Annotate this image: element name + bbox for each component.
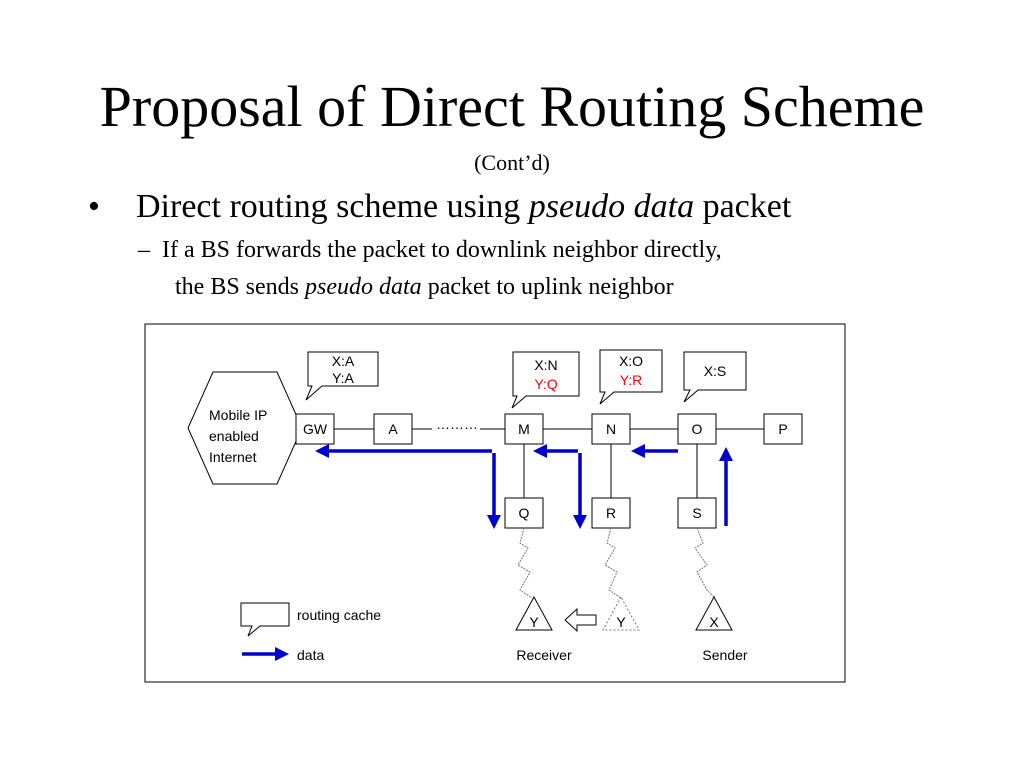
caption-receiver: Receiver — [516, 647, 572, 663]
node-o-label: O — [692, 421, 703, 437]
mobile-sender-x: X — [695, 595, 733, 631]
cache-n-entry-1: X:O — [619, 353, 643, 369]
node-p: P — [763, 413, 803, 445]
legend-data-label: data — [297, 647, 324, 663]
wireless-link-r-y — [604, 527, 622, 599]
mobile-sender-x-label: X — [709, 614, 719, 630]
bullet-text-before: Direct routing scheme using — [136, 188, 529, 225]
bullet-point: • Direct routing scheme using pseudo data… — [88, 186, 791, 228]
node-n-label: N — [606, 421, 616, 437]
mobile-receiver-y-label: Y — [529, 614, 539, 630]
legend-routing-cache: routing cache — [240, 602, 381, 637]
mobile-previous-y: Y — [602, 595, 640, 631]
internet-label-line-3: Internet — [209, 449, 257, 465]
sub-bullet-line-2: the BS sends pseudo data packet to uplin… — [175, 271, 674, 303]
cache-n-entry-2: Y:R — [620, 372, 643, 388]
legend-data: data — [242, 647, 324, 663]
bullet-text-after: packet — [694, 188, 792, 225]
node-q: Q — [504, 497, 544, 529]
node-gw: GW — [295, 413, 335, 445]
node-r-label: R — [606, 505, 616, 521]
node-a: A — [373, 413, 413, 445]
cache-m-entry-1: X:N — [534, 357, 557, 373]
link-ellipsis: ……… — [436, 416, 478, 432]
node-s-label: S — [692, 505, 701, 521]
sub-bullet-line2-after: packet to uplink neighbor — [421, 274, 674, 300]
internet-label-line-2: enabled — [209, 428, 259, 444]
diagram-frame — [144, 323, 846, 683]
node-m-label: M — [518, 421, 530, 437]
node-q-label: Q — [519, 505, 530, 521]
mobile-receiver-y: Y — [515, 595, 553, 631]
node-a-label: A — [388, 421, 398, 437]
movement-arrow-icon — [564, 607, 597, 633]
node-p-label: P — [778, 421, 787, 437]
node-n: N — [591, 413, 631, 445]
internet-label-line-1: Mobile IP — [209, 407, 267, 423]
node-gw-label: GW — [303, 421, 328, 437]
node-m: M — [504, 413, 544, 445]
legend-cache-label: routing cache — [297, 607, 381, 623]
cache-o-entry-1: X:S — [704, 363, 727, 379]
cache-gw-entry-1: X:A — [332, 353, 355, 369]
cache-gw-entry-2: Y:A — [332, 370, 354, 386]
caption-sender: Sender — [702, 647, 747, 663]
mobile-previous-y-label: Y — [616, 614, 626, 630]
node-s: S — [677, 497, 717, 529]
sub-bullet-line2-emphasis: pseudo data — [305, 274, 422, 300]
cache-bubble-gw: X:A Y:A — [305, 351, 379, 401]
bullet-marker: • — [88, 188, 100, 225]
legend-cache-bubble-icon — [240, 602, 290, 637]
internet-hexagon — [187, 371, 303, 485]
sub-bullet-text: If a BS forwards the packet to downlink … — [162, 237, 722, 263]
node-o: O — [677, 413, 717, 445]
cache-bubble-m: X:N Y:Q — [511, 351, 580, 409]
sub-bullet-line2-before: the BS sends — [175, 274, 306, 300]
cache-bubble-n: X:O Y:R — [599, 349, 663, 405]
node-r: R — [591, 497, 631, 529]
cache-m-entry-2: Y:Q — [534, 376, 557, 392]
sub-bullet-marker: – — [138, 237, 150, 263]
sub-bullet-line-1: – If a BS forwards the packet to downlin… — [138, 234, 722, 266]
slide-title: Proposal of Direct Routing Scheme — [99, 74, 925, 139]
wireless-link-q-y — [517, 527, 533, 599]
bullet-emphasis: pseudo data — [528, 188, 695, 225]
cache-bubble-o: X:S — [683, 351, 747, 403]
wireless-link-s-x — [694, 527, 716, 599]
slide-subtitle: (Cont’d) — [474, 150, 550, 175]
